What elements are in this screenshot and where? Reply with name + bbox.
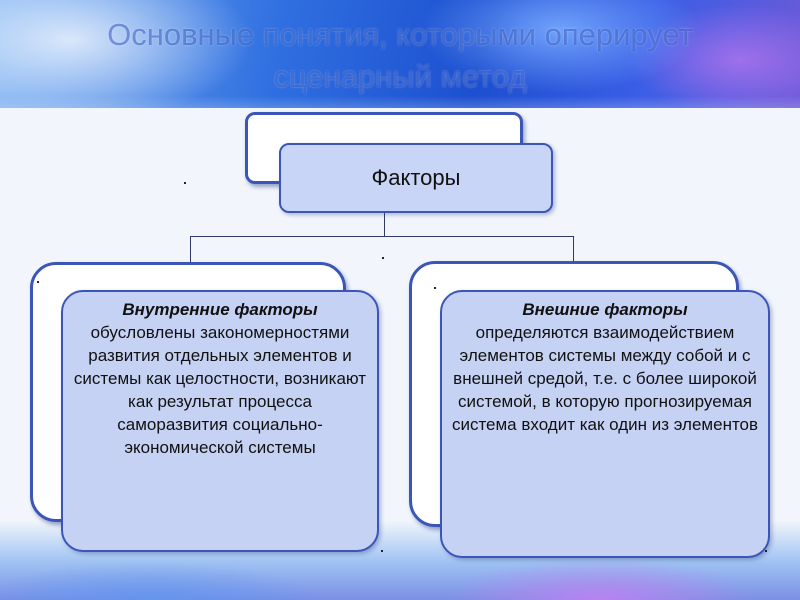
top-node-label: Факторы	[371, 165, 461, 190]
left-node-text: обусловлены закономерностями развития от…	[73, 323, 367, 457]
right-node-external-factors: Внешние факторы определяются взаимодейст…	[440, 290, 770, 558]
slide-title: Основные понятия, которыми оперирует сце…	[107, 17, 693, 94]
top-node-factors: Факторы	[279, 143, 553, 213]
connector-vertical-left	[190, 236, 191, 262]
decor-dot	[184, 182, 186, 184]
left-node-heading: Внутренние факторы	[122, 300, 318, 319]
connector-vertical-main	[384, 213, 385, 236]
background-header	[0, 0, 800, 108]
connector-vertical-right	[573, 236, 574, 262]
left-node-internal-factors: Внутренние факторы обусловлены закономер…	[61, 290, 379, 552]
decor-dot	[765, 550, 767, 552]
decor-dot	[382, 257, 384, 259]
right-node-heading: Внешние факторы	[522, 300, 688, 319]
right-node-text: определяются взаимодействием элементов с…	[451, 323, 759, 434]
decor-dot	[434, 287, 436, 289]
connector-horizontal	[190, 236, 574, 237]
decor-dot	[37, 281, 39, 283]
decor-dot	[381, 550, 383, 552]
